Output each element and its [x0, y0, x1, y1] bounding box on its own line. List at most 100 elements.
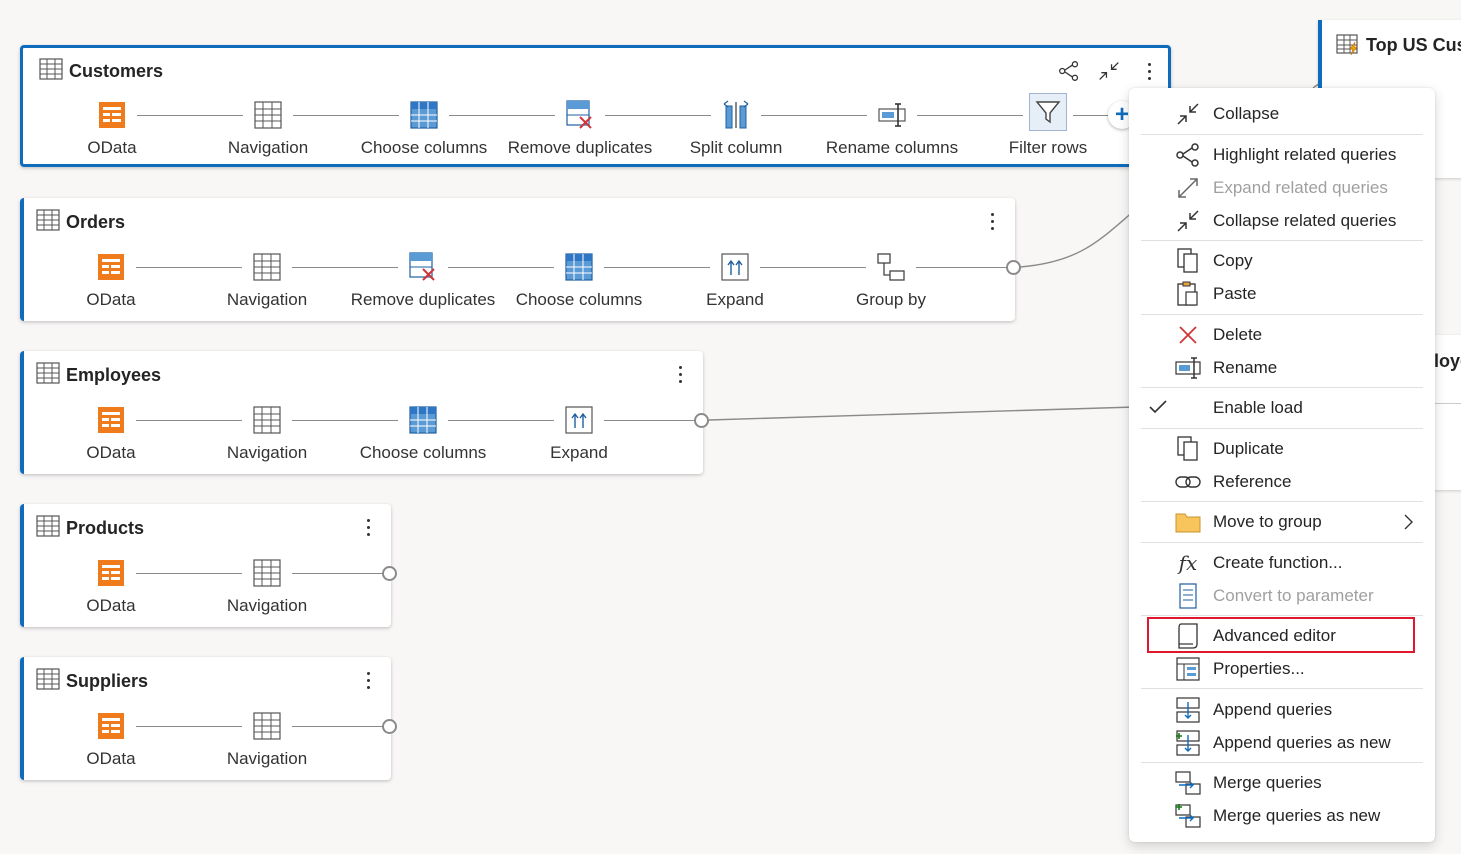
- more-options-button[interactable]: [981, 208, 1003, 234]
- step-navigation[interactable]: Navigation: [193, 99, 343, 158]
- properties-icon: [1175, 656, 1201, 682]
- connector: [293, 115, 399, 116]
- merge-icon: [1175, 770, 1201, 796]
- table-icon: [192, 557, 342, 589]
- table-icon: [36, 514, 60, 542]
- step-choose-columns[interactable]: Choose columns: [349, 99, 499, 158]
- menu-item-highlight-related[interactable]: Highlight related queries: [1141, 138, 1423, 171]
- more-options-button[interactable]: [669, 361, 691, 387]
- menu-item-merge-queries[interactable]: Merge queries: [1141, 766, 1423, 799]
- menu-item-reference[interactable]: Reference: [1141, 465, 1423, 498]
- step-odata[interactable]: OData: [37, 99, 187, 158]
- reference-icon: [1175, 469, 1201, 495]
- step-expand[interactable]: Expand: [660, 251, 810, 310]
- menu-item-convert-to-parameter[interactable]: Convert to parameter: [1141, 579, 1423, 612]
- expand-icon: [660, 251, 810, 283]
- menu-item-append-queries-as-new[interactable]: Append queries as new: [1141, 726, 1423, 759]
- connector: [604, 420, 696, 421]
- step-choose-columns[interactable]: Choose columns: [348, 404, 498, 463]
- query-header: Products: [36, 514, 144, 542]
- query-card-customers[interactable]: Customers OData Navigation Choose column…: [20, 45, 1171, 167]
- table-icon: [39, 57, 63, 85]
- connector: [760, 267, 866, 268]
- menu-item-merge-queries-as-new[interactable]: Merge queries as new: [1141, 799, 1423, 832]
- menu-item-rename[interactable]: Rename: [1141, 351, 1423, 384]
- step-odata[interactable]: OData: [36, 251, 186, 310]
- expand-icon: [504, 404, 654, 436]
- menu-item-append-queries[interactable]: Append queries: [1141, 693, 1423, 726]
- step-navigation[interactable]: Navigation: [192, 404, 342, 463]
- rename-columns-icon: [817, 99, 967, 131]
- step-odata[interactable]: OData: [36, 557, 186, 616]
- step-navigation[interactable]: Navigation: [192, 251, 342, 310]
- menu-item-paste[interactable]: Paste: [1141, 277, 1423, 310]
- connector: [136, 267, 242, 268]
- output-port[interactable]: [1006, 260, 1021, 275]
- connector: [1073, 115, 1108, 116]
- query-card-products[interactable]: Products OData Navigation: [20, 504, 397, 627]
- step-odata[interactable]: OData: [36, 710, 186, 769]
- step-remove-duplicates[interactable]: Remove duplicates: [348, 251, 498, 310]
- menu-item-move-to-group[interactable]: Move to group: [1141, 505, 1423, 538]
- function-icon: fx: [1178, 550, 1198, 575]
- query-title: Customers: [69, 60, 164, 81]
- menu-item-expand-related[interactable]: Expand related queries: [1141, 171, 1423, 204]
- menu-item-enable-load[interactable]: Enable load: [1141, 391, 1423, 424]
- collapse-icon[interactable]: [1098, 58, 1120, 84]
- menu-item-advanced-editor[interactable]: Advanced editor: [1141, 619, 1423, 652]
- more-options-button[interactable]: [357, 514, 379, 540]
- step-odata[interactable]: OData: [36, 404, 186, 463]
- menu-item-duplicate[interactable]: Duplicate: [1141, 432, 1423, 465]
- step-choose-columns[interactable]: Choose columns: [504, 251, 654, 310]
- menu-item-collapse[interactable]: Collapse: [1141, 97, 1423, 130]
- menu-item-collapse-related[interactable]: Collapse related queries: [1141, 204, 1423, 237]
- query-card-employees[interactable]: Employees OData Navigation Choose column…: [20, 351, 709, 474]
- menu-item-copy[interactable]: Copy: [1141, 244, 1423, 277]
- menu-item-properties[interactable]: Properties...: [1141, 652, 1423, 685]
- step-expand[interactable]: Expand: [504, 404, 654, 463]
- query-title: Top US Cust: [1366, 34, 1461, 55]
- group-by-icon: [816, 251, 966, 283]
- connector: [449, 115, 555, 116]
- query-title: loye: [1434, 351, 1461, 371]
- connector: [292, 573, 384, 574]
- menu-item-create-function[interactable]: fx Create function...: [1141, 546, 1423, 579]
- query-card-orders[interactable]: Orders OData Navigation Remove duplicate…: [20, 198, 1021, 321]
- more-options-button[interactable]: [1138, 58, 1160, 84]
- choose-columns-icon: [349, 99, 499, 131]
- collapse-icon: [1175, 208, 1201, 234]
- output-port[interactable]: [694, 413, 709, 428]
- menu-separator: [1141, 134, 1423, 135]
- connector: [917, 115, 1023, 116]
- rename-icon: [1175, 355, 1201, 381]
- query-card-suppliers[interactable]: Suppliers OData Navigation: [20, 657, 397, 780]
- step-split-column[interactable]: Split column: [661, 99, 811, 158]
- plus-icon: +: [1114, 101, 1129, 128]
- output-port[interactable]: [382, 566, 397, 581]
- connector: [761, 115, 867, 116]
- step-remove-duplicates[interactable]: Remove duplicates: [505, 99, 655, 158]
- step-filter-rows[interactable]: Filter rows: [973, 93, 1123, 158]
- paste-icon: [1175, 281, 1201, 307]
- connector: [448, 267, 554, 268]
- menu-item-delete[interactable]: Delete: [1141, 318, 1423, 351]
- step-group-by[interactable]: Group by: [816, 251, 966, 310]
- odata-icon: [37, 99, 187, 131]
- more-options-button[interactable]: [357, 667, 379, 693]
- choose-columns-icon: [504, 251, 654, 283]
- menu-separator: [1141, 428, 1423, 429]
- step-navigation[interactable]: Navigation: [192, 557, 342, 616]
- step-navigation[interactable]: Navigation: [192, 710, 342, 769]
- step-rename-columns[interactable]: Rename columns: [817, 99, 967, 158]
- query-title: Employees: [66, 364, 162, 385]
- output-port[interactable]: [382, 719, 397, 734]
- table-icon: [36, 361, 60, 389]
- connector: [604, 267, 710, 268]
- odata-icon: [36, 710, 186, 742]
- table-lightning-icon: [1336, 34, 1360, 56]
- connector: [136, 726, 242, 727]
- menu-separator: [1141, 387, 1423, 388]
- query-title: Suppliers: [66, 670, 149, 691]
- share-icon[interactable]: [1058, 58, 1080, 84]
